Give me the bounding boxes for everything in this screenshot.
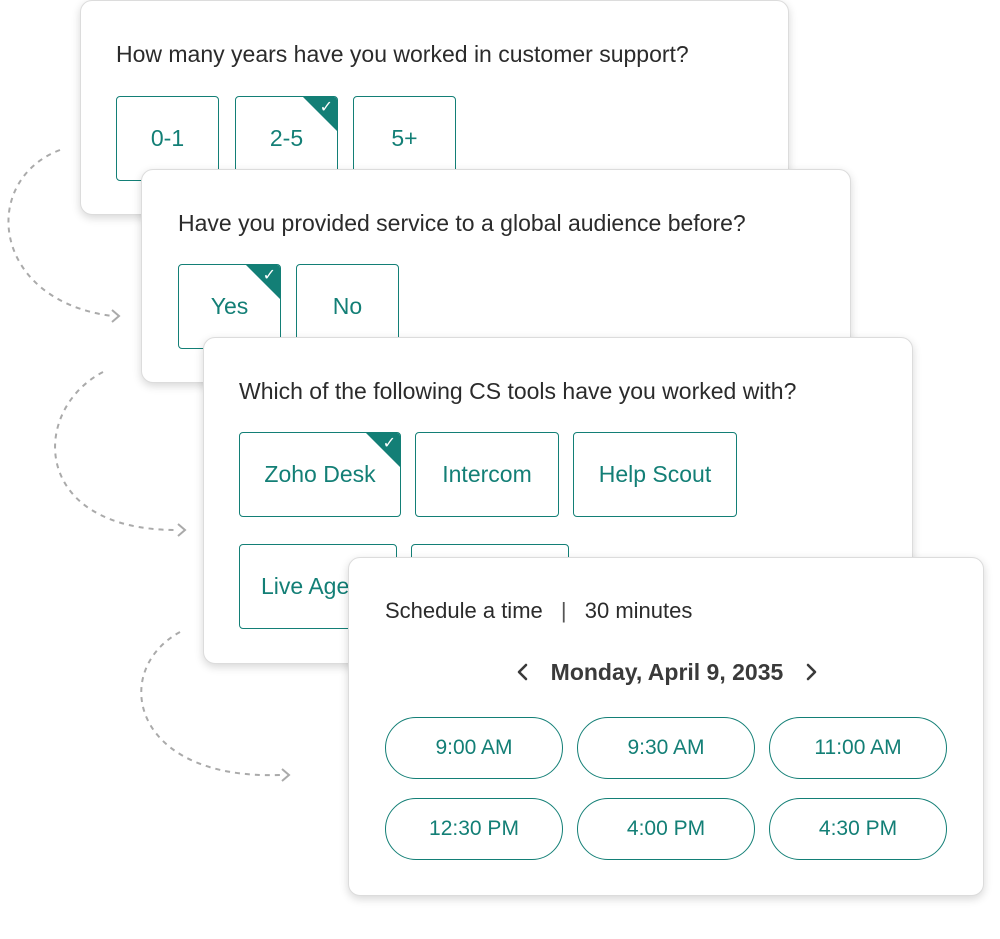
option-intercom[interactable]: Intercom [415, 432, 559, 517]
option-label: No [332, 293, 363, 319]
option-label: Help Scout [598, 461, 712, 487]
schedule-card: Schedule a time | 30 minutes Monday, Apr… [348, 557, 984, 896]
schedule-duration: 30 minutes [584, 598, 693, 623]
option-label: 5+ [391, 125, 418, 151]
header-separator: | [560, 598, 567, 623]
selected-corner [245, 265, 280, 300]
check-icon: ✓ [382, 433, 396, 452]
time-slot-button[interactable]: 4:30 PM [769, 798, 947, 860]
option-help-scout[interactable]: Help Scout [573, 432, 737, 517]
selected-corner [302, 97, 337, 132]
check-icon: ✓ [319, 97, 333, 116]
option-label: Zoho Desk [264, 461, 376, 487]
schedule-title: Schedule a time [385, 598, 543, 623]
option-label: Yes [210, 293, 249, 319]
option-zoho-desk[interactable]: Zoho Desk ✓ [239, 432, 401, 517]
time-slot-button[interactable]: 11:00 AM [769, 717, 947, 779]
schedule-header: Schedule a time | 30 minutes [385, 598, 692, 624]
option-label: 2-5 [269, 125, 304, 151]
question-text: How many years have you worked in custom… [116, 41, 689, 67]
question-text: Which of the following CS tools have you… [239, 378, 797, 404]
option-label: 0-1 [150, 125, 185, 151]
date-navigator: Monday, April 9, 2035 [349, 656, 985, 688]
time-slot-button[interactable]: 9:00 AM [385, 717, 563, 779]
option-5-plus[interactable]: 5+ [353, 96, 456, 181]
check-icon: ✓ [262, 265, 276, 284]
question-text: Have you provided service to a global au… [178, 210, 746, 236]
time-slot-button[interactable]: 9:30 AM [577, 717, 755, 779]
selected-date: Monday, April 9, 2035 [550, 658, 784, 685]
time-slot-button[interactable]: 12:30 PM [385, 798, 563, 860]
option-2-5[interactable]: 2-5 ✓ [235, 96, 338, 181]
time-slot-button[interactable]: 4:00 PM [577, 798, 755, 860]
selected-corner [365, 433, 400, 468]
chevron-right-icon[interactable] [799, 660, 823, 684]
chevron-left-icon[interactable] [511, 660, 535, 684]
option-no[interactable]: No [296, 264, 399, 349]
option-label: Live Age [261, 573, 350, 599]
option-label: Intercom [442, 461, 532, 487]
